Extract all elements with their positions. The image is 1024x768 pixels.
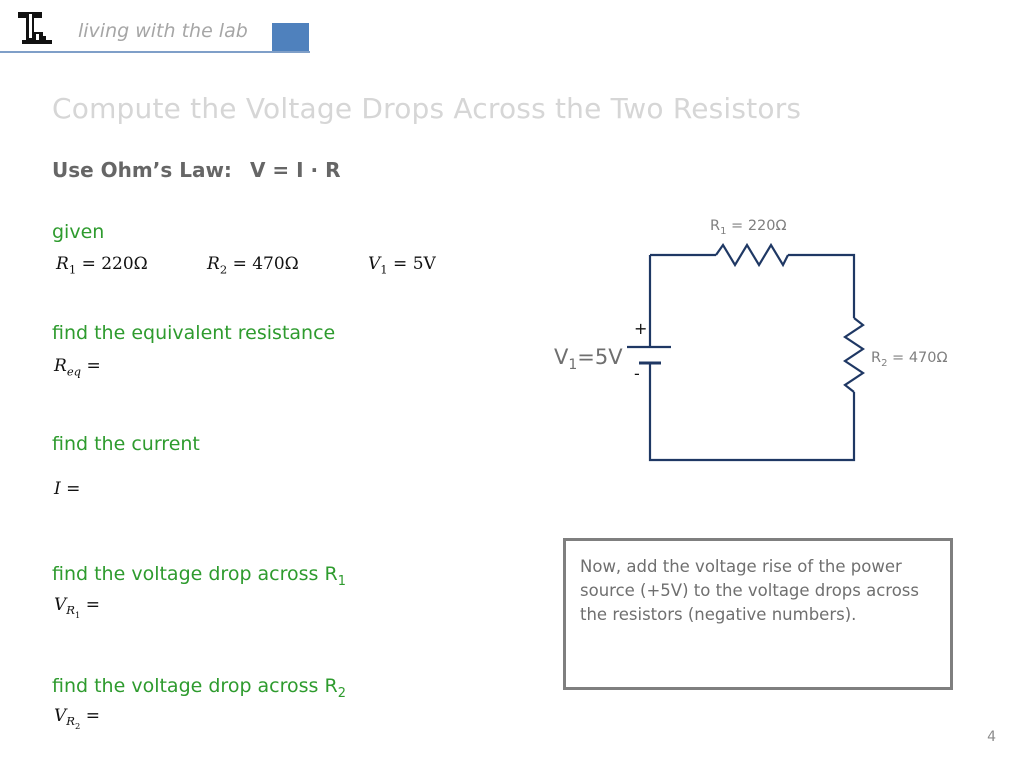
vr1-sub-subscript: 1 — [74, 610, 81, 621]
drop-r1-label-text: find the voltage drop across R — [52, 563, 338, 585]
resistor-r2 — [843, 317, 865, 393]
drop-r2-label-subscript: 2 — [337, 685, 346, 701]
ohms-law-equation: V = I · R — [249, 158, 341, 182]
current-label: find the current — [52, 433, 200, 455]
battery-plus-sign: + — [634, 319, 647, 338]
circuit-diagram: R1 = 220Ω R2 = 470Ω V1=5V + - — [554, 218, 948, 462]
drop-r1-equation: VR1 = — [54, 595, 100, 621]
v1-label: V1=5V — [554, 345, 623, 373]
given-v1: V1 = 5V — [368, 254, 436, 276]
given-r1: R1 = 220Ω — [56, 254, 148, 276]
given-r2: R2 = 470Ω — [207, 254, 299, 276]
page-number: 4 — [987, 729, 996, 745]
drop-r2-label: find the voltage drop across R2 — [52, 675, 346, 701]
given-label: given — [52, 221, 105, 243]
r2-symbol: R — [207, 254, 220, 274]
note-box: Now, add the voltage rise of the power s… — [563, 538, 953, 690]
wire-top-right — [788, 253, 856, 318]
slide-title: Compute the Voltage Drops Across the Two… — [52, 92, 802, 125]
current-equation: I = — [54, 479, 80, 499]
drop-r2-label-text: find the voltage drop across R — [52, 675, 338, 697]
current-symbol: I — [54, 479, 61, 499]
equivalent-resistance-equation: Req = — [54, 356, 101, 378]
r2-subscript: 2 — [219, 262, 228, 277]
vr1-subscript: R — [66, 603, 75, 618]
vr1-symbol: V — [54, 595, 67, 615]
vr2-sub-subscript: 2 — [74, 721, 81, 732]
drop-r2-equation: VR2 = — [54, 706, 100, 732]
drop-r1-label-subscript: 1 — [337, 573, 346, 589]
vr2-subscript: R — [66, 714, 75, 729]
ohms-law-line: Use Ohm’s Law: V = I · R — [52, 158, 340, 182]
vr1-equals: = — [85, 595, 100, 615]
wire-bottom — [648, 363, 856, 462]
v1-symbol: V — [368, 254, 381, 274]
v1-value: = 5V — [393, 254, 436, 274]
vr2-equals: = — [85, 706, 100, 726]
r1-label: R1 = 220Ω — [710, 218, 787, 237]
resistor-r1 — [715, 242, 789, 268]
r2-label: R2 = 470Ω — [871, 350, 948, 369]
v1-subscript: 1 — [380, 262, 388, 277]
r1-value: = 220Ω — [81, 254, 148, 274]
brand-text: living with the lab — [78, 20, 248, 42]
req-equals: = — [86, 356, 101, 376]
r2-value: = 470Ω — [232, 254, 299, 274]
battery-minus-sign: - — [634, 364, 640, 383]
vr2-symbol: V — [54, 706, 67, 726]
ohms-law-label: Use Ohm’s Law: — [52, 158, 232, 182]
r1-subscript: 1 — [68, 262, 77, 277]
equivalent-resistance-label: find the equivalent resistance — [52, 322, 336, 344]
current-equals: = — [66, 479, 81, 499]
header-divider — [0, 51, 310, 53]
req-subscript: eq — [66, 364, 82, 379]
brand-accent-box — [272, 23, 309, 52]
r1-symbol: R — [56, 254, 69, 274]
louisiana-tech-logo — [18, 12, 52, 44]
drop-r1-label: find the voltage drop across R1 — [52, 563, 346, 589]
req-symbol: R — [54, 356, 67, 376]
